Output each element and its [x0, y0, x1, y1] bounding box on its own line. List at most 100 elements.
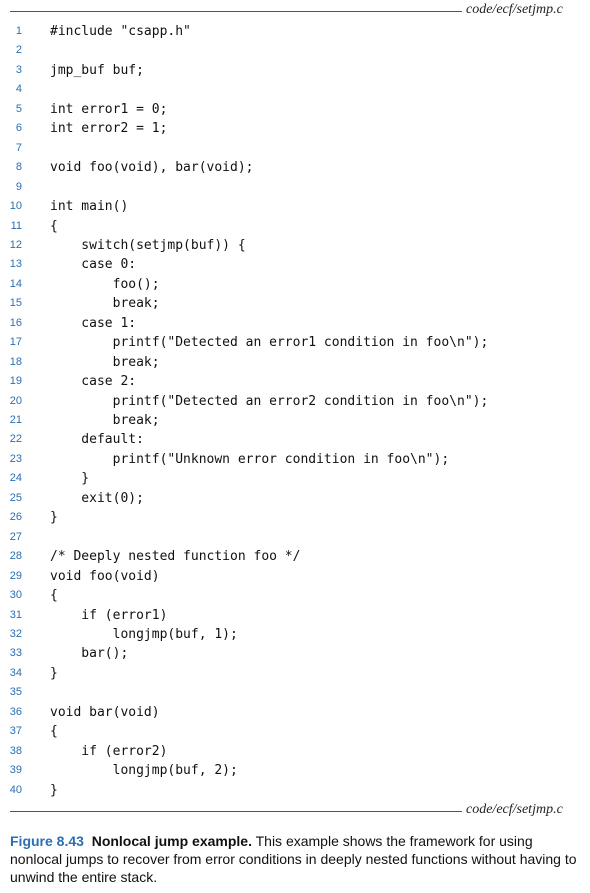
code-text: exit(0); [50, 490, 144, 506]
code-line: 1 #include "csapp.h" [0, 22, 590, 41]
code-line: 29 void foo(void) [0, 567, 590, 586]
line-number: 17 [9, 336, 22, 349]
code-line: 39 longjmp(buf, 2); [0, 761, 590, 780]
code-line: 38 if (error2) [0, 742, 590, 761]
line-number: 10 [9, 200, 22, 213]
header-source-path: code/ecf/setjmp.c [466, 2, 563, 17]
code-text: longjmp(buf, 1); [50, 626, 238, 642]
line-number: 13 [9, 258, 22, 271]
code-text: switch(setjmp(buf)) { [50, 237, 246, 253]
code-text: foo(); [50, 276, 160, 292]
line-number: 3 [15, 63, 22, 76]
line-number: 9 [15, 180, 22, 193]
code-line: 24 } [0, 469, 590, 488]
code-line: 4 [0, 80, 590, 99]
code-text: #include "csapp.h" [50, 24, 191, 39]
code-text: bar(); [50, 646, 129, 662]
code-line: 13 case 0: [0, 255, 590, 274]
line-number: 19 [9, 375, 22, 388]
code-line: 7 [0, 139, 590, 158]
code-line: 8 void foo(void), bar(void); [0, 158, 590, 177]
code-line: 27 [0, 528, 590, 547]
code-line: 26} [0, 508, 590, 527]
code-text: void bar(void) [50, 704, 160, 720]
code-line: 22 default: [0, 430, 590, 449]
code-text: void foo(void), bar(void); [50, 160, 254, 176]
code-line: 36 void bar(void) [0, 703, 590, 722]
code-text: printf("Detected an error2 condition in … [50, 393, 489, 409]
line-number: 12 [9, 238, 22, 251]
code-line: 30 { [0, 586, 590, 605]
code-text: longjmp(buf, 2); [50, 763, 238, 779]
line-number: 25 [9, 491, 22, 504]
line-number: 32 [9, 627, 22, 640]
line-number: 36 [9, 705, 22, 718]
code-text: case 2: [50, 374, 137, 390]
figure-number: Figure 8.43 [10, 833, 84, 849]
code-text: case 0: [50, 257, 137, 273]
code-line: 33 bar(); [0, 644, 590, 663]
code-line: 20 printf("Detected an error2 condition … [0, 392, 590, 411]
code-line: 19 case 2: [0, 372, 590, 391]
code-text: int error1 = 0; [50, 101, 168, 117]
line-number: 37 [9, 725, 22, 738]
code-line: 21 break; [0, 411, 590, 430]
line-number: 24 [9, 472, 22, 485]
code-line: 23 printf("Unknown error condition in fo… [0, 450, 590, 469]
code-line: 2 [0, 41, 590, 60]
code-line: 10 int main() [0, 197, 590, 216]
code-text: break; [50, 296, 160, 312]
code-text: printf("Unknown error condition in foo\n… [50, 451, 450, 467]
line-number: 23 [9, 452, 22, 465]
footer-rule [10, 811, 462, 812]
code-line: 9 [0, 178, 590, 197]
line-number: 16 [9, 316, 22, 329]
line-number: 6 [15, 122, 22, 135]
code-text: if (error1) [50, 607, 168, 623]
line-number: 30 [9, 589, 22, 602]
line-number: 27 [9, 530, 22, 543]
line-number: 21 [9, 414, 22, 426]
line-number: 33 [9, 647, 22, 660]
code-line: 15 break; [0, 294, 590, 313]
line-number: 4 [15, 83, 22, 96]
code-text: jmp_buf buf; [50, 62, 144, 78]
code-text: int main() [50, 199, 129, 215]
line-number: 35 [9, 686, 22, 699]
code-text: /* Deeply nested function foo */ [50, 549, 301, 565]
code-text: { [50, 588, 58, 604]
line-number: 26 [9, 511, 22, 524]
code-line: 37{ [0, 722, 590, 741]
code-text: { [50, 218, 58, 234]
line-number: 14 [9, 277, 22, 290]
code-text: } [50, 665, 58, 681]
code-line: 3 jmp_buf buf; [0, 61, 590, 80]
code-text: break; [50, 413, 160, 428]
line-number: 40 [9, 783, 22, 796]
code-line: 11 { [0, 217, 590, 236]
code-text: if (error2) [50, 743, 168, 759]
code-line: 34} [0, 664, 590, 683]
line-number: 8 [15, 161, 22, 174]
code-line: 32 longjmp(buf, 1); [0, 625, 590, 644]
line-number: 15 [9, 297, 22, 310]
line-number: 11 [10, 219, 22, 232]
figure-caption: Figure 8.43 Nonlocal jump example. This … [10, 832, 580, 886]
line-number: 1 [15, 25, 22, 37]
code-line: 18 break; [0, 353, 590, 372]
line-number: 31 [9, 608, 22, 621]
line-number: 28 [9, 550, 22, 563]
code-text: printf("Detected an error1 condition in … [50, 335, 489, 351]
figure-description: This example shows the framework for usi… [10, 833, 577, 885]
code-line: 28 /* Deeply nested function foo */ [0, 547, 590, 566]
code-line: 12 switch(setjmp(buf)) { [0, 236, 590, 255]
line-number: 18 [9, 355, 22, 368]
line-number: 38 [9, 744, 22, 757]
code-text: break; [50, 354, 160, 370]
line-number: 34 [9, 666, 22, 679]
line-number: 29 [9, 569, 22, 582]
code-text: void foo(void) [50, 568, 160, 584]
line-number: 39 [9, 764, 22, 777]
code-line: 35 [0, 683, 590, 702]
